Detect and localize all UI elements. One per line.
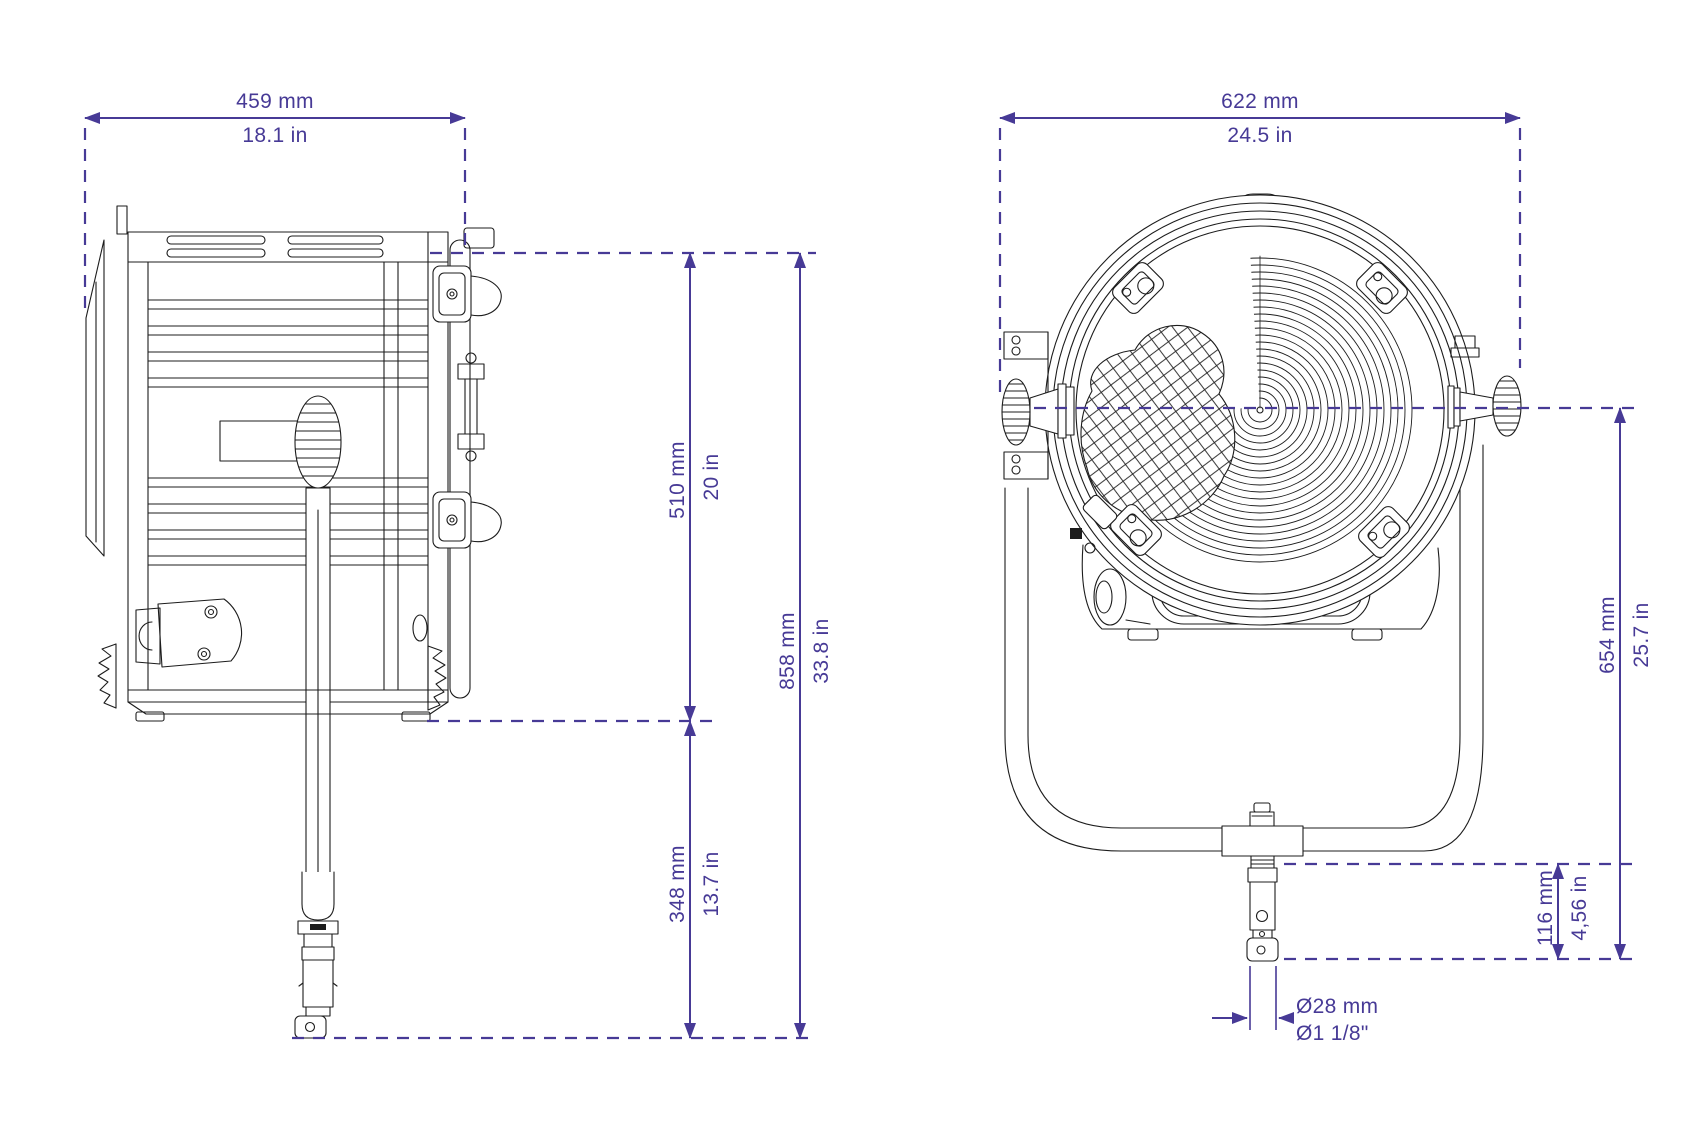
- lens-latch-nw: [1112, 262, 1164, 314]
- front-rim: [449, 239, 471, 699]
- lens-latch-sw: [1110, 504, 1162, 556]
- dim-label-spigot-diameter-in: Ø1 1/8": [1296, 1022, 1369, 1045]
- dim-label-body-height-mm: 510 mm: [666, 441, 689, 519]
- fresnel-lens: [1044, 193, 1476, 626]
- front-view: [1001, 193, 1522, 962]
- dim-label-center-to-spigot-in: 25.7 in: [1630, 602, 1653, 667]
- yoke-arm: [294, 395, 342, 897]
- vent-slots: [166, 235, 384, 258]
- focus-knob: [1093, 568, 1127, 626]
- side-knob-left: [1001, 331, 1075, 480]
- dim-label-overall-height-mm: 858 mm: [776, 612, 799, 690]
- yoke: [1004, 444, 1484, 857]
- dim-label-spigot-length-in: 4,56 in: [1568, 875, 1591, 940]
- rear-plate: [85, 239, 105, 557]
- tilt-knob: [294, 395, 342, 489]
- front-latch-bottom: [432, 491, 502, 549]
- dim-label-below-body-mm: 348 mm: [666, 845, 689, 923]
- dim-label-below-body-in: 13.7 in: [700, 851, 723, 916]
- hinge-bracket: [457, 352, 485, 462]
- yoke-center-block: [1221, 825, 1304, 857]
- extension-lines: [83, 128, 1634, 1040]
- dim-label-center-to-spigot-mm: 654 mm: [1596, 596, 1619, 674]
- dim-spigot-diameter: [1212, 966, 1294, 1030]
- cooling-ribs: [147, 299, 429, 566]
- dimension-layer: 459 mm 18.1 in 622 mm 24.5 in 510 mm 20 …: [83, 90, 1653, 1045]
- dim-label-side-width-mm: 459 mm: [236, 90, 314, 113]
- dim-label-spigot-length-mm: 116 mm: [1534, 870, 1557, 946]
- side-view: [85, 205, 502, 1039]
- tilt-lock-bracket: [135, 598, 243, 668]
- lens-latch-se: [1358, 506, 1410, 558]
- housing-body: [127, 231, 449, 703]
- spigot: [1246, 855, 1279, 962]
- pole-spigot: [294, 871, 339, 1039]
- serrated-knob-left: [97, 643, 117, 709]
- front-latch-top: [432, 265, 502, 323]
- dim-label-body-height-in: 20 in: [700, 453, 723, 500]
- dim-label-overall-height-in: 33.8 in: [810, 618, 833, 683]
- serrated-knob-right: [427, 645, 447, 711]
- safety-mesh: [1080, 324, 1236, 521]
- dim-label-side-width-in: 18.1 in: [242, 124, 307, 147]
- dim-label-spigot-diameter-mm: Ø28 mm: [1296, 995, 1378, 1018]
- lens-latch-ne: [1356, 262, 1408, 314]
- dim-label-front-width-mm: 622 mm: [1221, 90, 1299, 113]
- dim-label-front-width-in: 24.5 in: [1227, 124, 1292, 147]
